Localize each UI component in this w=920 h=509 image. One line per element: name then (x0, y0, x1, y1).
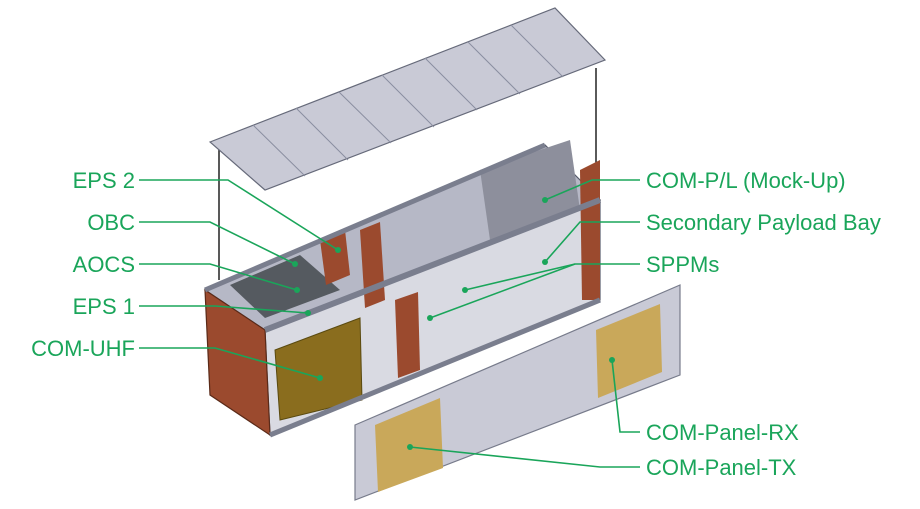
label-eps2: EPS 2 (73, 168, 135, 193)
rx-antenna-patch (596, 304, 662, 398)
label-obc: OBC (87, 210, 135, 235)
label-com-uhf: COM-UHF (31, 336, 135, 361)
leader-lines-right (407, 179, 640, 468)
label-secondary-payload-bay: Secondary Payload Bay (646, 210, 881, 235)
leader-lines-left (139, 179, 341, 381)
label-com-pl: COM-P/L (Mock-Up) (646, 168, 846, 193)
label-aocs: AOCS (73, 252, 135, 277)
label-eps1: EPS 1 (73, 294, 135, 319)
label-sppms: SPPMs (646, 252, 719, 277)
label-com-panel-tx: COM-Panel-TX (646, 455, 797, 480)
label-com-panel-rx: COM-Panel-RX (646, 420, 799, 445)
top-solar-panel (208, 7, 607, 191)
